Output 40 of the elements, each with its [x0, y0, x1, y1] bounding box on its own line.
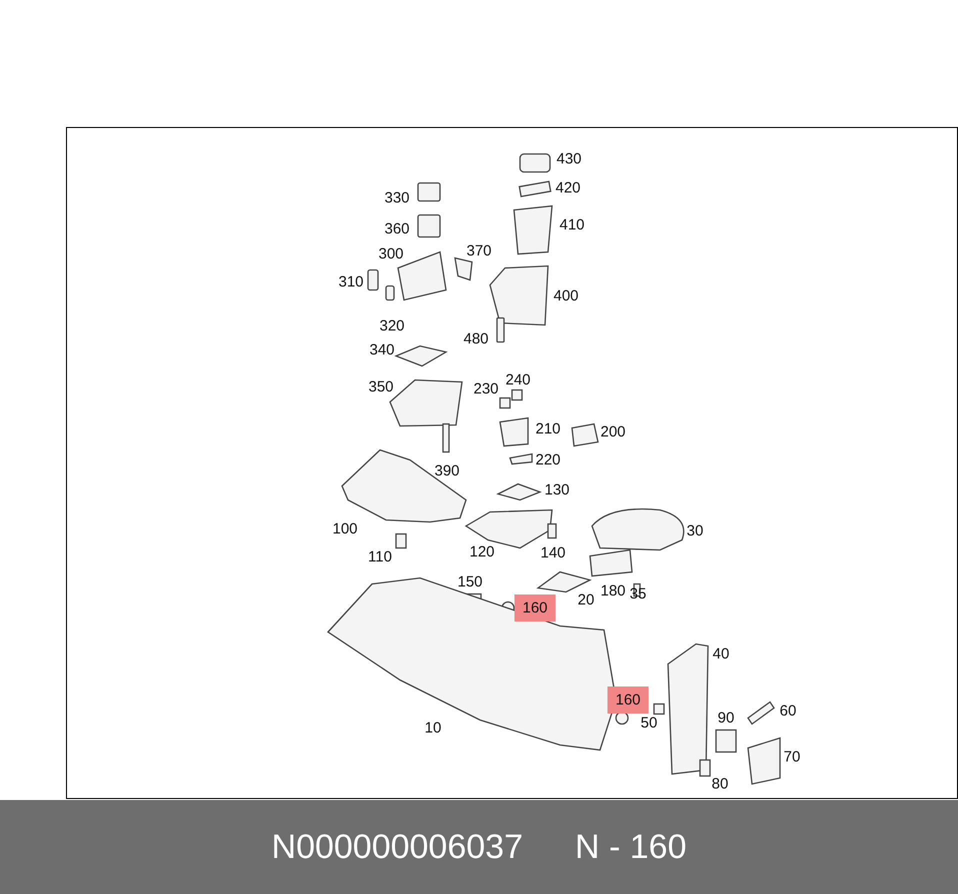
callout-number: 200 [600, 424, 626, 440]
callout-number: 90 [718, 710, 734, 726]
callout-number: 180 [600, 584, 626, 598]
callout-number: 30 [686, 524, 704, 538]
callout-number: 230 [473, 382, 499, 396]
callout-number: 35 [630, 586, 646, 602]
callout-number: 160 [607, 686, 649, 714]
callout-number: 480 [463, 332, 489, 346]
callout-number: 120 [469, 544, 495, 560]
callout-number: 300 [378, 246, 404, 262]
callout-number: 320 [379, 318, 405, 334]
callout-number: 350 [368, 380, 394, 394]
callout-number: 370 [466, 244, 492, 258]
callout-number: 210 [535, 422, 561, 436]
callout-number: 390 [434, 464, 460, 478]
callout-number: 400 [553, 288, 579, 304]
part-number-text: N000000006037 [272, 826, 523, 868]
callout-number: 220 [535, 452, 561, 468]
callout-number: 410 [559, 218, 585, 232]
callout-number: 430 [556, 152, 582, 166]
callout-number: 140 [540, 546, 566, 560]
part-number-text: N - 160 [574, 826, 686, 868]
callout-number: 20 [578, 592, 594, 608]
callout-number: 80 [712, 776, 728, 792]
callout-number: 340 [369, 342, 395, 358]
callout-number: 160 [514, 594, 556, 622]
callout-number: 60 [780, 704, 796, 718]
callout-number: 130 [544, 482, 570, 498]
callout-number: 310 [338, 274, 364, 290]
callout-number: 240 [505, 372, 531, 388]
callout-number: 50 [640, 716, 658, 730]
callout-number: 360 [384, 222, 410, 236]
callout-number: 420 [555, 180, 581, 196]
callout-number: 150 [457, 574, 483, 590]
callout-number: 110 [368, 550, 392, 564]
callout-number: 10 [424, 720, 442, 736]
callout-number: 40 [712, 646, 730, 662]
callout-number: 330 [384, 190, 410, 206]
callout-number: 100 [332, 522, 358, 536]
callout-number: 70 [784, 750, 800, 764]
